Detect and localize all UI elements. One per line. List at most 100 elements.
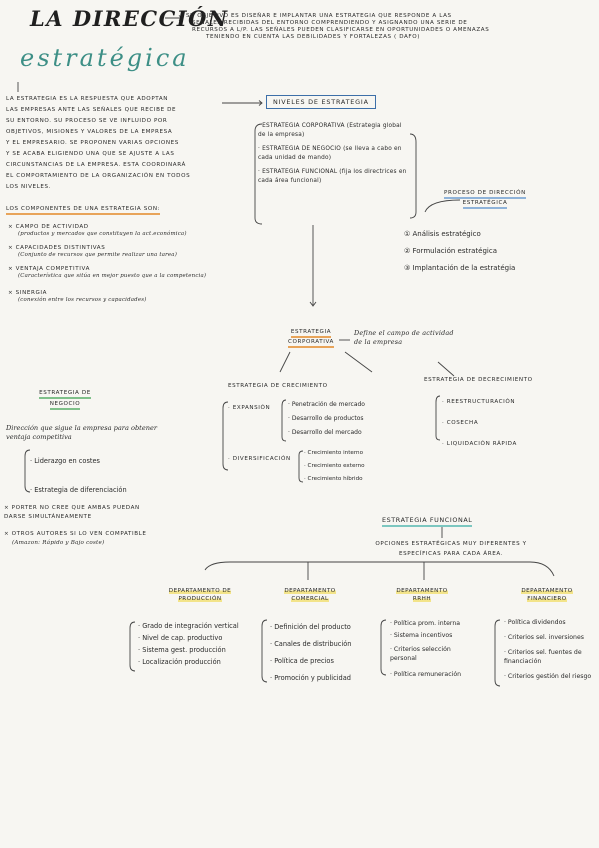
intro-line: Y EL EMPRESARIO. SE PROPONEN VARIAS OPCI… [6, 140, 179, 146]
dept-hr-title: DEPARTAMENTO RRHH [392, 587, 452, 603]
level-item: · ESTRATEGIA CORPORATIVA (Estrategia glo… [258, 123, 402, 138]
functional-title-text: ESTRATEGIA FUNCIONAL [382, 516, 473, 527]
component-desc: (Característica que sitúa en mejor puest… [18, 273, 207, 279]
intro-line: EL COMPORTAMIENTO DE LA ORGANIZACIÓN EN … [6, 173, 191, 179]
component-name: × CAPACIDADES DISTINTIVAS [8, 245, 106, 251]
dept-item: · Criterios sel. fuentes de financiación [504, 649, 582, 665]
dept-item: · Canales de distribución [270, 640, 352, 648]
dept-title-text: DEPARTAMENTO COMERCIAL [284, 588, 336, 602]
dept-item: · Política de precios [270, 657, 334, 665]
objective-text: SU OBJETIVO ES DISEÑAR E IMPLANTAR UNA E… [186, 13, 576, 41]
dept-title-text: DEPARTAMENTO DE PRODUCCIÓN [168, 588, 232, 602]
dept-commercial-title: DEPARTAMENTO COMERCIAL [278, 587, 342, 603]
components-list: × CAMPO DE ACTIVIDAD (productos y mercad… [8, 224, 218, 304]
intro-line: CIRCUNSTANCIAS DE LA EMPRESA. ESTA COORD… [6, 162, 186, 168]
expansion-item: · Desarrollo de productos [288, 415, 364, 422]
business-item: · Estrategia de diferenciación [30, 486, 127, 494]
dept-item: · Política prom. interna [390, 620, 461, 627]
levels-list: · ESTRATEGIA CORPORATIVA (Estrategia glo… [258, 122, 408, 185]
dept-title-text: DEPARTAMENTO FINANCIERO [521, 588, 573, 602]
decline-item: · COSECHA [442, 420, 479, 426]
business-note-example: (Amazon: Rápido y Bajo coste) [12, 540, 105, 546]
business-item: · Liderazgo en costes [30, 457, 100, 465]
intro-line: SU ENTORNO. SU PROCESO SE VE INFLUIDO PO… [6, 118, 168, 124]
dept-item: · Promoción y publicidad [270, 674, 351, 682]
component-desc: (productos y mercados que constituyen la… [18, 231, 187, 237]
dept-finance-title: DEPARTAMENTO FINANCIERO [512, 587, 582, 603]
dept-item: · Política dividendos [504, 619, 566, 626]
objective-line: TENIENDO EN CUENTA LAS DEBILIDADES Y FOR… [206, 34, 421, 40]
dept-item: · Criterios sel. inversiones [504, 634, 585, 641]
component-item: × CAMPO DE ACTIVIDAD (productos y mercad… [8, 224, 218, 238]
intro-paragraph: LA ESTRATEGIA ES LA RESPUESTA QUE ADOPTA… [6, 94, 224, 193]
business-title-text: ESTRATEGIA DE NEGOCIO [39, 390, 91, 410]
intro-line: Y SE ACABA ELIGIENDO UNA QUE SE AJUSTE A… [6, 151, 175, 157]
decline-item: · LIQUIDACIÓN RÁPIDA [442, 441, 517, 447]
dept-item: · Definición del producto [270, 623, 351, 631]
dept-title-text: DEPARTAMENTO RRHH [396, 588, 448, 602]
functional-desc: OPCIONES ESTRATÉGICAS MUY DIFERENTES Y E… [375, 541, 527, 557]
levels-box: NIVELES DE ESTRATEGIA [266, 95, 376, 109]
level-item: · ESTRATEGIA DE NEGOCIO (se lleva a cabo… [258, 146, 402, 161]
component-name: × SINERGIA [8, 290, 48, 296]
expansion-item: · Desarrollo del mercado [288, 429, 362, 436]
intro-line: LA ESTRATEGIA ES LA RESPUESTA QUE ADOPTA… [6, 96, 169, 102]
dept-production-list: · Grado de integración vertical · Nivel … [138, 620, 256, 668]
diversification-label: · DIVERSIFICACIÓN [228, 456, 291, 462]
dept-item: · Sistema gest. producción [138, 646, 226, 654]
dept-item: · Política remuneración [390, 671, 462, 678]
component-item: × CAPACIDADES DISTINTIVAS (Conjunto de r… [8, 245, 218, 259]
expansion-item: · Penetración de mercado [288, 401, 365, 408]
dept-item: · Sistema incentivos [390, 632, 453, 639]
decline-list: · REESTRUCTURACIÓN · COSECHA · LIQUIDACI… [442, 392, 517, 455]
business-note-others: × OTROS AUTORES SI LO VEN COMPATIBLE [4, 531, 147, 537]
dept-item: · Nivel de cap. productivo [138, 634, 223, 642]
decline-title: ESTRATEGIA DE DECRECIMIENTO [424, 377, 533, 383]
component-name: × CAMPO DE ACTIVIDAD [8, 224, 89, 230]
process-title-text: PROCESO DE DIRECCIÓN ESTRATÉGICA [444, 190, 526, 209]
dept-item: · Localización producción [138, 658, 221, 666]
component-item: × SINERGIA (conexión entre los recursos … [8, 290, 218, 304]
component-item: × VENTAJA COMPETITIVA (Característica qu… [8, 266, 218, 280]
business-list: · Liderazgo en costes · Estrategia de di… [30, 447, 127, 505]
diversification-item: · Crecimiento híbrido [304, 476, 363, 482]
page-title: LA DIRECCIÓN [30, 6, 229, 31]
decline-item: · REESTRUCTURACIÓN [442, 399, 516, 405]
process-title: PROCESO DE DIRECCIÓN ESTRATÉGICA [425, 188, 545, 209]
process-step: ② Formulación estratégica [404, 247, 497, 255]
component-desc: (Conjunto de recursos que permite realiz… [18, 252, 178, 258]
process-steps: ① Análisis estratégico ② Formulación est… [404, 226, 515, 277]
business-note-porter: × PORTER NO CREE QUE AMBAS PUEDAN DARSE … [4, 505, 140, 520]
corporate-label: ESTRATEGIA CORPORATIVA [283, 327, 339, 348]
dept-commercial-list: · Definición del producto · Canales de d… [270, 619, 380, 687]
objective-line: SU OBJETIVO ES DISEÑAR E IMPLANTAR UNA E… [186, 13, 452, 19]
functional-title: ESTRATEGIA FUNCIONAL [382, 516, 473, 527]
dept-finance-list: · Política dividendos · Criterios sel. i… [504, 618, 596, 681]
process-step: ① Análisis estratégico [404, 230, 481, 238]
dept-item: · Grado de integración vertical [138, 622, 239, 630]
objective-line: RECURSOS A L/P. LAS SEÑALES PUEDEN CLASI… [192, 27, 490, 33]
dept-item: · Criterios selección personal [390, 646, 451, 662]
diversification-item: · Crecimiento externo [304, 463, 365, 469]
components-label-text: LOS COMPONENTES DE UNA ESTRATEGIA SON: [6, 206, 161, 215]
dept-production-title: DEPARTAMENTO DE PRODUCCIÓN [158, 587, 242, 603]
dept-item: · Criterios gestión del riesgo [504, 673, 592, 680]
page-subtitle: estratégica [20, 44, 190, 72]
business-title: ESTRATEGIA DE NEGOCIO [30, 388, 100, 410]
business-desc: Dirección que sigue la empresa para obte… [6, 424, 158, 441]
dept-hr-list: · Política prom. interna · Sistema incen… [390, 618, 490, 681]
expansion-list: · Penetración de mercado · Desarrollo de… [288, 398, 365, 440]
component-desc: (conexión entre los recursos y capacidad… [18, 297, 147, 303]
diversification-list: · Crecimiento interno · Crecimiento exte… [304, 447, 365, 486]
growth-title: ESTRATEGIA DE CRECIMIENTO [228, 383, 328, 389]
intro-line: OBJETIVOS, MISIONES Y VALORES DE LA EMPR… [6, 129, 173, 135]
component-name: × VENTAJA COMPETITIVA [8, 266, 91, 272]
diversification-item: · Crecimiento interno [304, 450, 363, 456]
corporate-desc: Define el campo de actividad de la empre… [354, 329, 454, 346]
components-label: LOS COMPONENTES DE UNA ESTRATEGIA SON: [6, 206, 161, 215]
objective-line: SEÑALES RECIBIDAS DEL ENTORNO COMPRENDIE… [192, 20, 468, 26]
expansion-label: · EXPANSIÓN [228, 405, 271, 411]
level-item: · ESTRATEGIA FUNCIONAL (fija los directr… [258, 169, 407, 184]
corporate-label-text: ESTRATEGIA CORPORATIVA [288, 329, 334, 348]
